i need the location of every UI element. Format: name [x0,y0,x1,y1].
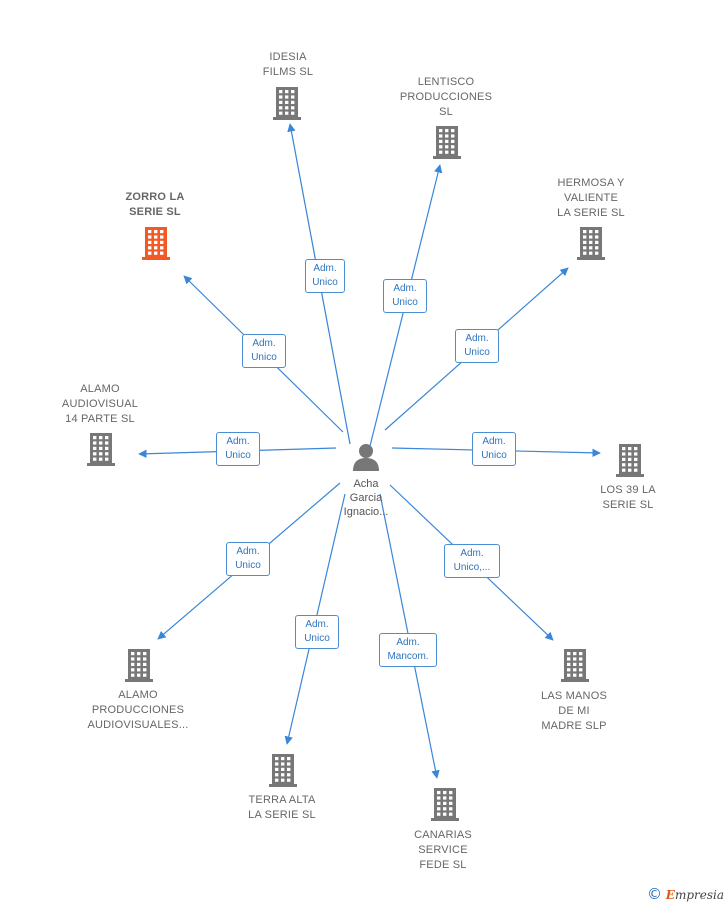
company-label-alamo14[interactable]: ALAMO AUDIOVISUAL 14 PARTE SL [61,383,139,425]
role-badge-alamoprod[interactable]: Adm. Unico [226,542,270,576]
role-badge-los39[interactable]: Adm. Unico [472,432,516,466]
company-label-terra[interactable]: TERRA ALTA LA SERIE SL [248,794,316,821]
building-icon[interactable] [273,86,301,125]
building-icon[interactable] [125,648,153,687]
building-icon[interactable] [433,125,461,164]
person-icon[interactable] [351,442,381,472]
company-label-manos[interactable]: LAS MANOS DE MI MADRE SLP [541,690,607,732]
company-label-idesia[interactable]: IDESIA FILMS SL [262,51,314,78]
company-label-hermosa[interactable]: HERMOSA Y VALIENTE LA SERIE SL [557,177,625,219]
company-label-lentisco[interactable]: LENTISCO PRODUCCIONES SL [399,76,493,118]
building-icon[interactable] [269,753,297,792]
role-badge-zorro[interactable]: Adm. Unico [242,334,286,368]
company-label-zorro[interactable]: ZORRO LA SERIE SL [125,191,185,218]
copyright-icon: © [646,885,662,903]
building-icon[interactable] [87,432,115,471]
role-badge-canarias[interactable]: Adm. Mancom. [379,633,437,667]
center-person-name[interactable]: Acha Garcia Ignacio... [343,478,389,518]
building-icon[interactable] [561,648,589,687]
company-label-los39[interactable]: LOS 39 LA SERIE SL [600,484,656,511]
brand-logo: © Empresia [647,885,724,903]
role-badge-alamo14[interactable]: Adm. Unico [216,432,260,466]
role-badge-lentisco[interactable]: Adm. Unico [383,279,427,313]
company-label-canarias[interactable]: CANARIAS SERVICE FEDE SL [414,829,472,871]
building-icon[interactable] [577,226,605,265]
brand-name: mpresia [674,888,724,902]
building-icon[interactable] [431,787,459,826]
role-badge-hermosa[interactable]: Adm. Unico [455,329,499,363]
role-badge-manos[interactable]: Adm. Unico,... [444,544,500,578]
building-icon[interactable] [142,226,170,265]
company-label-alamoprod[interactable]: ALAMO PRODUCCIONES AUDIOVISUALES... [87,689,189,731]
role-badge-terra[interactable]: Adm. Unico [295,615,339,649]
building-icon[interactable] [616,443,644,482]
brand-initial: E [665,888,675,902]
role-badge-idesia[interactable]: Adm. Unico [305,259,345,293]
